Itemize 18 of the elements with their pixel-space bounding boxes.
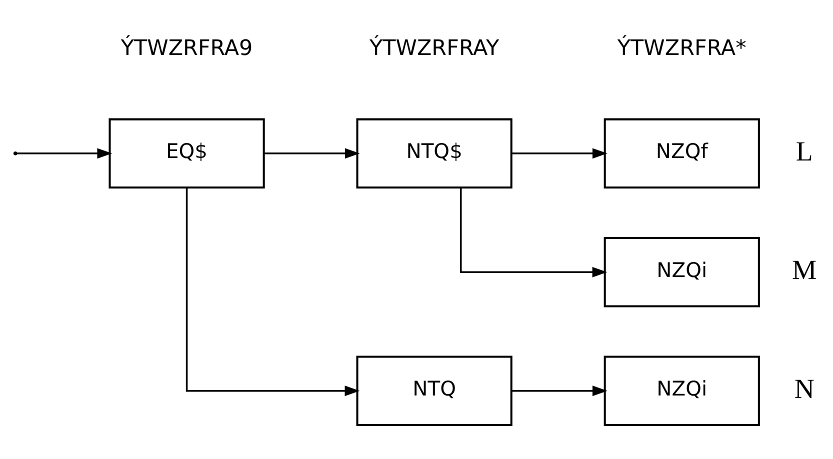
node-label: N bbox=[794, 374, 814, 405]
node-box: NTQ$ bbox=[356, 118, 512, 189]
node-box: NZQf bbox=[603, 118, 760, 189]
arrow bbox=[185, 188, 360, 396]
node-label: M bbox=[792, 255, 816, 286]
label: ÝTWZRFRA* bbox=[616, 36, 746, 62]
label: ÝTWZRFRAY bbox=[369, 36, 499, 62]
arrow bbox=[511, 386, 607, 396]
arrow bbox=[459, 188, 607, 278]
node-box: NZQi bbox=[603, 237, 760, 308]
node-box: NZQi bbox=[603, 356, 760, 426]
node-box: EQ$ bbox=[108, 118, 264, 189]
node-box: NTQ bbox=[356, 356, 512, 426]
arrow bbox=[264, 148, 360, 159]
arrow bbox=[511, 148, 607, 159]
label: ÝTWZRFRA9 bbox=[120, 36, 252, 62]
arrow bbox=[16, 148, 112, 159]
node-label: L bbox=[795, 136, 812, 168]
